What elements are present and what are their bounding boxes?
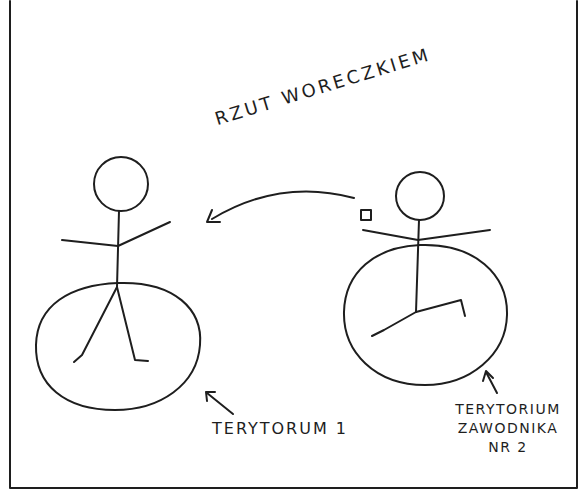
territory-outline [36,283,200,410]
stick-figure [363,172,490,336]
stick-figure [62,157,170,362]
action-label: RZUT WORECZKIEM [212,37,451,131]
throw-arrow [207,191,354,222]
frame [10,1,577,488]
leader-arrow [206,392,233,414]
territory-label: TERYTORUM 1 [212,418,412,440]
leader-arrow [483,371,497,393]
territory-outline [344,245,507,385]
bag-symbol [361,210,371,220]
territory-label: TERYTORIUM ZAWODNIKA NR 2 [446,400,570,457]
